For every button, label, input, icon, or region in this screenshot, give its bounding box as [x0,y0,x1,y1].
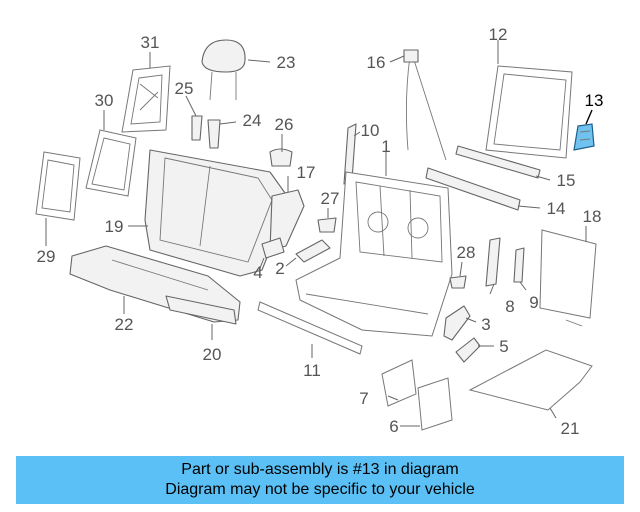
callout-30: 30 [95,91,114,110]
part-5-cover[interactable] [455,337,481,363]
callout-11: 11 [303,361,321,380]
callout-24: 24 [243,111,262,130]
part-1-seat-frame[interactable] [295,171,453,337]
part-9-trim[interactable] [513,247,525,283]
part-6-plate[interactable] [417,377,453,431]
callout-4: 4 [253,263,262,282]
seat-parts-diagram: 31 23 16 12 13 30 25 24 26 10 1 17 15 27… [35,25,604,438]
callout-18: 18 [583,207,602,226]
callout-25: 25 [175,79,194,98]
part-13-highlighted[interactable] [573,123,595,151]
callout-1: 1 [381,137,390,156]
callout-28: 28 [457,243,476,262]
callout-3: 3 [481,315,490,334]
part-3-cover[interactable] [443,305,471,341]
callout-26: 26 [275,115,294,134]
callout-17: 17 [297,163,316,182]
part-23-headrest[interactable] [201,39,246,101]
part-15-rail[interactable] [455,145,541,179]
callout-31: 31 [141,33,160,52]
callout-20: 20 [203,345,222,364]
callout-2: 2 [275,259,284,278]
callout-16: 16 [367,53,386,72]
part-28-clip[interactable] [449,275,467,289]
callout-5: 5 [499,337,508,356]
callout-19: 19 [105,217,124,236]
banner-line-part: Part or sub-assembly is #13 in diagram [181,461,459,478]
part-18-side-panel[interactable] [539,229,597,327]
callout-29: 29 [37,247,56,266]
callout-21: 21 [561,419,580,438]
callout-6: 6 [389,417,398,436]
part-12-back-panel[interactable] [485,65,573,159]
info-banner: Part or sub-assembly is #13 in diagram D… [16,456,624,504]
part-29-side-panel[interactable] [35,151,81,221]
callout-8: 8 [505,297,514,316]
callout-13-highlighted: 13 [585,91,604,110]
callout-23: 23 [277,53,296,72]
callout-22: 22 [115,315,134,334]
callout-9: 9 [529,293,538,312]
part-19-seatback-cushion[interactable] [144,149,291,277]
callout-10: 10 [361,121,380,140]
part-26-clip[interactable] [269,148,293,167]
part-21-floor-panel[interactable] [468,349,593,411]
callout-12: 12 [489,25,508,44]
part-16-seatbelt-cable[interactable] [403,49,447,161]
leader-lines [45,40,593,427]
part-27-clip[interactable] [317,217,337,233]
part-20-cushion-trim[interactable] [165,295,237,325]
banner-line-disclaimer: Diagram may not be specific to your vehi… [165,481,475,498]
part-24-headrest-guide[interactable] [207,119,221,149]
part-14-rail[interactable] [425,167,521,211]
callout-27: 27 [321,189,340,208]
part-11-trim-rail[interactable] [257,301,363,355]
part-2-bracket[interactable] [295,239,331,263]
callout-labels: 31 23 16 12 13 30 25 24 26 10 1 17 15 27… [37,25,604,438]
part-25-headrest-guide[interactable] [191,115,203,141]
part-8-trim[interactable] [485,237,501,287]
part-4-bracket[interactable] [261,237,285,259]
part-7-plate[interactable] [381,359,417,407]
part-31-seatback-panel[interactable] [121,65,171,133]
callout-7: 7 [359,389,368,408]
callout-14: 14 [547,199,566,218]
part-30-back-panel[interactable] [85,129,137,197]
callout-15: 15 [557,171,576,190]
